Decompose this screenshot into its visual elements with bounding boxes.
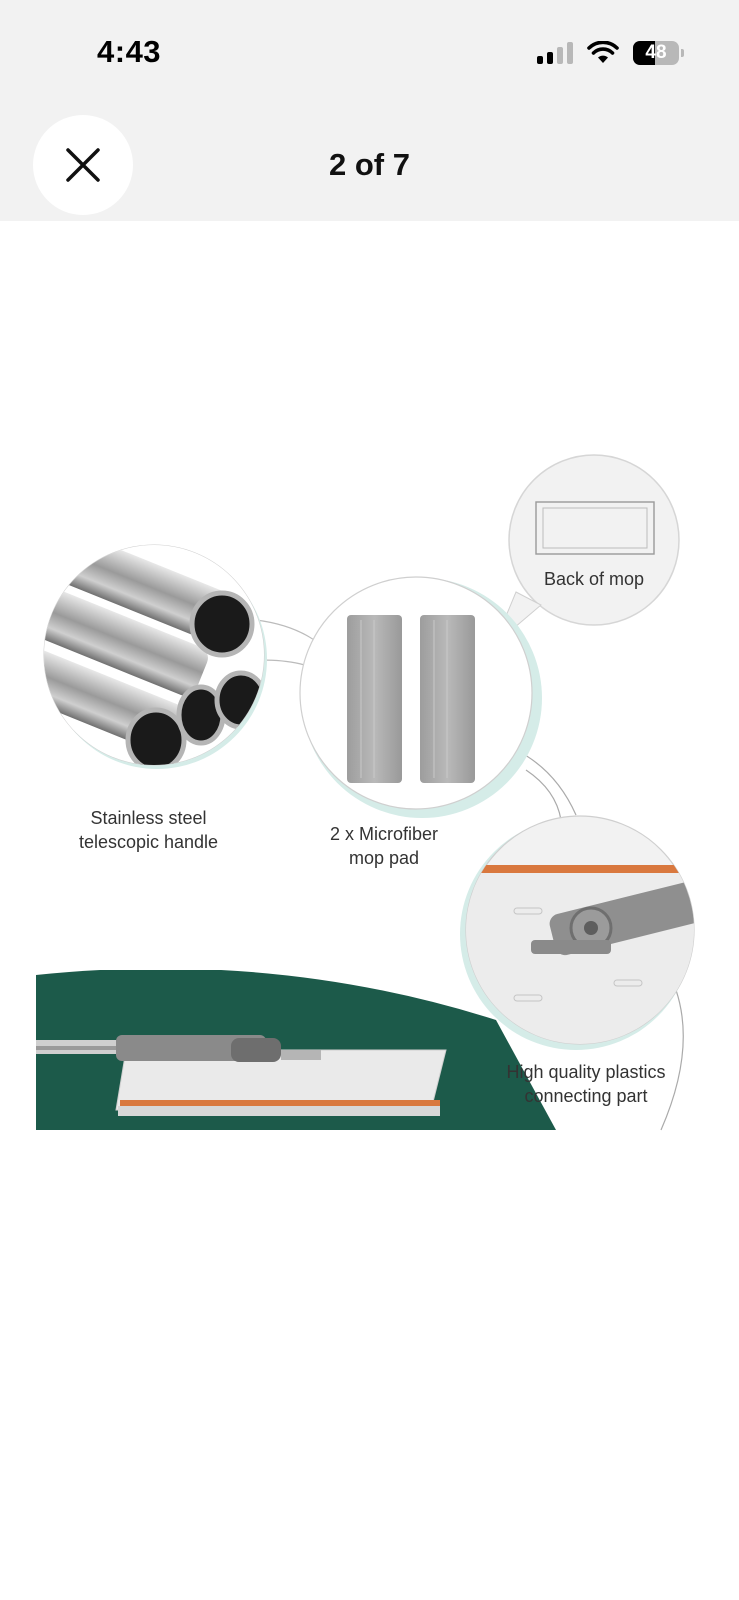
status-bar: 4:43 48: [0, 0, 739, 100]
status-icons: 48: [537, 38, 684, 68]
caption-handle: Stainless steel telescopic handle: [78, 808, 219, 852]
top-area: 4:43 48: [0, 0, 739, 221]
nav-bar: 2 of 7: [0, 115, 739, 215]
product-image[interactable]: Back of mop Stainless steel telescopic h…: [36, 410, 706, 1152]
status-time: 4:43: [97, 34, 162, 69]
battery-icon: 48: [633, 41, 684, 65]
close-icon: [66, 148, 100, 182]
caption-back-of-mop: Back of mop: [543, 569, 645, 589]
close-button[interactable]: [33, 115, 133, 215]
battery-fill: [633, 41, 656, 65]
wifi-icon: [587, 41, 619, 63]
caption-connector: High quality plastics connecting part: [506, 1062, 666, 1106]
cellular-signal-icon: [537, 42, 573, 64]
product-illustration: [36, 454, 695, 1131]
page-counter: 2 of 7: [329, 147, 410, 182]
caption-mop-pad: 2 x Microfiber mop pad: [329, 824, 439, 868]
battery-level: 48: [645, 42, 667, 63]
back-of-mop-circle: [508, 454, 680, 626]
